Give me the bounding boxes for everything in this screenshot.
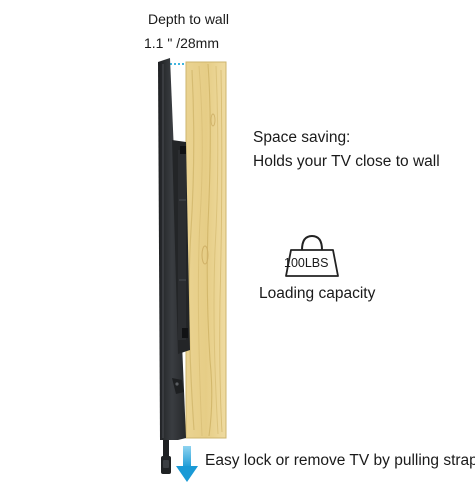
wood-wall-stud [185,61,227,439]
kettlebell-weight-icon [285,234,339,277]
loading-capacity-label: Loading capacity [259,285,376,302]
strap-instruction-text: Easy lock or remove TV by pulling straps [205,452,475,469]
wall-plate-bracket [172,140,190,354]
space-saving-heading: Space saving: [253,129,351,146]
depth-to-wall-value: 1.1 " /28mm [144,35,219,51]
depth-to-wall-label: Depth to wall [148,11,229,27]
weight-value-label: 100LBS [284,256,329,270]
pull-strap [161,440,171,474]
down-arrow-icon [176,446,198,482]
space-saving-description: Holds your TV close to wall [253,153,440,170]
lock-hook [172,378,184,394]
